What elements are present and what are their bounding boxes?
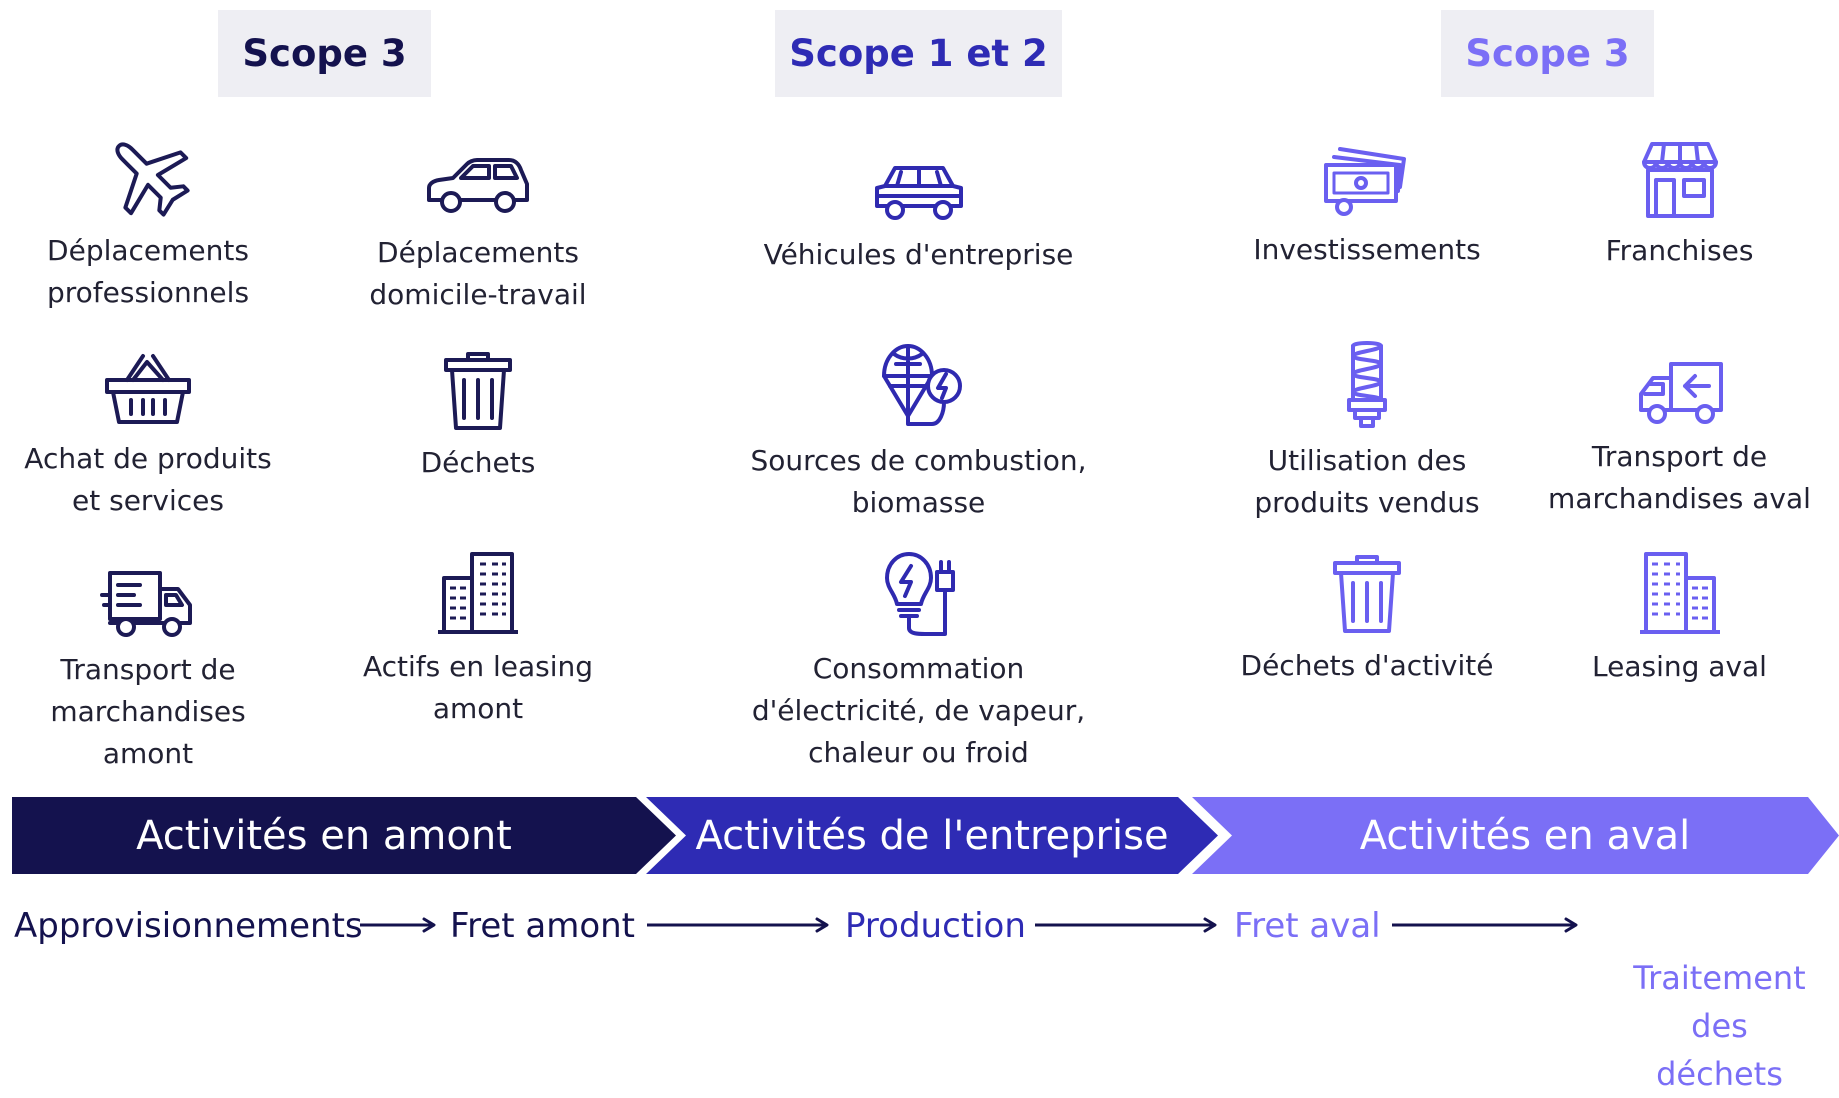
band-upstream-shape (12, 797, 676, 874)
flow-step-downstream-freight: Fret aval (1234, 906, 1381, 946)
storefront-icon (1641, 142, 1718, 218)
item-electricity: Consommation d'électricité, de vapeur, c… (730, 550, 1107, 774)
trash-icon (444, 352, 512, 430)
trash-icon (1333, 555, 1401, 633)
flow-step-label: Approvisionnements (14, 906, 363, 946)
flow-step-label: Fret amont (450, 906, 636, 946)
flow-arrow-icon (360, 917, 436, 933)
delivery-truck-icon (100, 571, 192, 637)
building-icon (438, 552, 518, 634)
return-truck-icon (1638, 362, 1723, 424)
band-label: Activités de l'entreprise (695, 812, 1169, 859)
activity-bands (12, 797, 1839, 874)
item-downstream-leasing: Leasing aval (1536, 550, 1823, 688)
scope-header-label: Scope 3 (242, 32, 407, 75)
item-label: Consommation d'électricité, de vapeur, c… (751, 652, 1086, 769)
item-waste: Déchets (330, 350, 626, 484)
item-label: Déplacements professionnels (46, 234, 250, 309)
item-label: Déchets (420, 446, 536, 479)
scope-header-company: Scope 1 et 2 (775, 10, 1062, 97)
band-company: Activités de l'entreprise (686, 797, 1178, 874)
item-label: Utilisation des produits vendus (1254, 444, 1480, 519)
company-car-icon (874, 166, 963, 220)
item-label: Actifs en leasing amont (362, 650, 594, 725)
scope-header-downstream: Scope 3 (1441, 10, 1654, 97)
item-activity-waste: Déchets d'activité (1212, 553, 1522, 687)
item-label: Déchets d'activité (1240, 649, 1494, 682)
flow-arrow-icon (1392, 917, 1578, 933)
item-label: Véhicules d'entreprise (763, 238, 1074, 271)
item-upstream-leasing: Actifs en leasing amont (330, 550, 626, 730)
item-commuting: Déplacements domicile-travail (330, 150, 626, 316)
item-label: Transport de marchandises amont (50, 653, 246, 770)
flow-arrow-icon (1035, 917, 1217, 933)
band-downstream-shape (1192, 797, 1839, 874)
car-icon (427, 158, 529, 213)
item-combustion: Sources de combustion, biomasse (730, 340, 1107, 524)
band-upstream: Activités en amont (12, 797, 636, 874)
building-icon (1639, 552, 1720, 634)
band-label: Activités en aval (1359, 812, 1691, 859)
biomass-energy-icon (881, 344, 962, 426)
money-icon (1324, 147, 1406, 216)
scope-header-upstream: Scope 3 (218, 10, 431, 97)
item-company-vehicles: Véhicules d'entreprise (730, 160, 1107, 276)
flow-step-label: Traitement des déchets (1633, 959, 1806, 1093)
scope-header-label: Scope 1 et 2 (789, 32, 1048, 75)
flow-step-upstream-freight: Fret amont (450, 906, 635, 946)
item-product-use: Utilisation des produits vendus (1212, 340, 1522, 524)
item-downstream-freight: Transport de marchandises aval (1536, 360, 1823, 520)
item-label: Franchises (1605, 234, 1754, 267)
flow-step-supply: Approvisionnements (14, 906, 363, 946)
band-company-shape (646, 797, 1218, 874)
item-label: Achat de produits et services (24, 442, 272, 517)
item-upstream-freight: Transport de marchandises amont (0, 565, 296, 775)
item-purchases: Achat de produits et services (0, 350, 296, 522)
electric-bulb-plug-icon (884, 552, 955, 636)
light-bulb-icon (1347, 341, 1387, 428)
item-label: Transport de marchandises aval (1548, 440, 1811, 515)
flow-step-label: Fret aval (1234, 906, 1381, 946)
item-business-travel: Déplacements professionnels (0, 130, 296, 314)
item-franchises: Franchises (1536, 140, 1823, 272)
flow-step-label: Production (845, 906, 1026, 946)
item-label: Investissements (1253, 233, 1481, 266)
band-label: Activités en amont (136, 812, 512, 859)
flow-arrow-icon (647, 917, 829, 933)
item-label: Sources de combustion, biomasse (750, 444, 1087, 519)
item-label: Déplacements domicile-travail (369, 236, 587, 311)
item-investments: Investissements (1212, 145, 1522, 271)
airplane-icon (115, 142, 190, 217)
basket-icon (105, 354, 191, 424)
flow-step-production: Production (845, 906, 1026, 946)
item-label: Leasing aval (1592, 650, 1767, 683)
band-downstream: Activités en aval (1232, 797, 1818, 874)
scope-header-label: Scope 3 (1465, 32, 1630, 75)
flow-step-waste-treatment: Traitement des déchets (1600, 906, 1839, 1098)
